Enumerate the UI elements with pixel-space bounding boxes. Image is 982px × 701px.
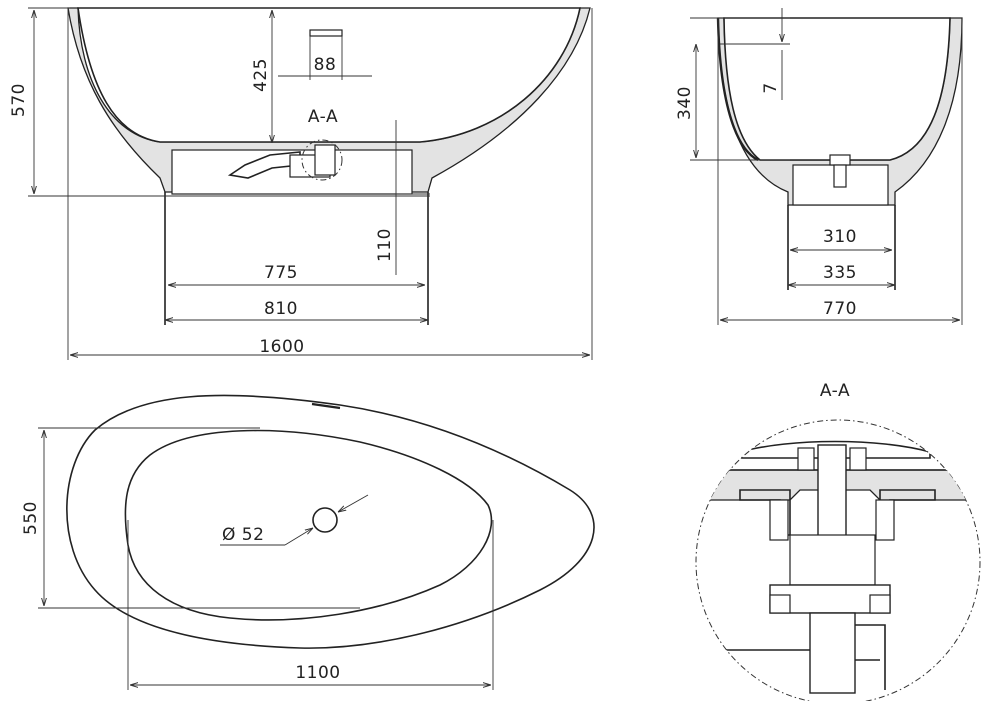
dim-335: 335 <box>823 263 857 283</box>
dim-110: 110 <box>375 228 395 262</box>
dim-570: 570 <box>9 83 29 117</box>
dim-775: 775 <box>264 263 298 283</box>
dim-810: 810 <box>264 299 298 319</box>
section-label-aa: A-A <box>308 107 338 127</box>
side-drain-assembly <box>829 154 851 188</box>
dim-1600: 1600 <box>259 337 304 357</box>
dim-310: 310 <box>823 227 857 247</box>
front-view: 1600 570 425 88 A-A 775 810 110 <box>9 7 593 360</box>
dim-88: 88 <box>314 55 337 75</box>
top-inner-basin <box>124 429 493 621</box>
top-outer-rim <box>66 394 595 649</box>
dim-drain-diameter: Ø 52 <box>222 525 264 545</box>
dim-340: 340 <box>675 86 695 120</box>
detail-section-label: A-A <box>820 381 850 401</box>
detail-circle <box>695 419 981 701</box>
detail-view: A-A <box>695 381 981 701</box>
dim-550: 550 <box>21 501 41 535</box>
dim-770: 770 <box>823 299 857 319</box>
side-bowl-inner <box>723 17 951 161</box>
dim-7: 7 <box>761 82 781 93</box>
top-drain-hole <box>312 507 338 533</box>
dim-425: 425 <box>251 58 271 92</box>
top-view: 550 Ø 52 1100 <box>21 394 595 690</box>
front-bowl-inner <box>77 7 581 143</box>
front-bowl-wall <box>67 7 591 193</box>
front-drain-assembly <box>227 139 343 181</box>
top-overflow <box>311 402 341 410</box>
dim-1100: 1100 <box>295 663 340 683</box>
front-overflow-slot <box>309 29 343 37</box>
side-view: 340 7 310 335 770 <box>675 8 963 325</box>
